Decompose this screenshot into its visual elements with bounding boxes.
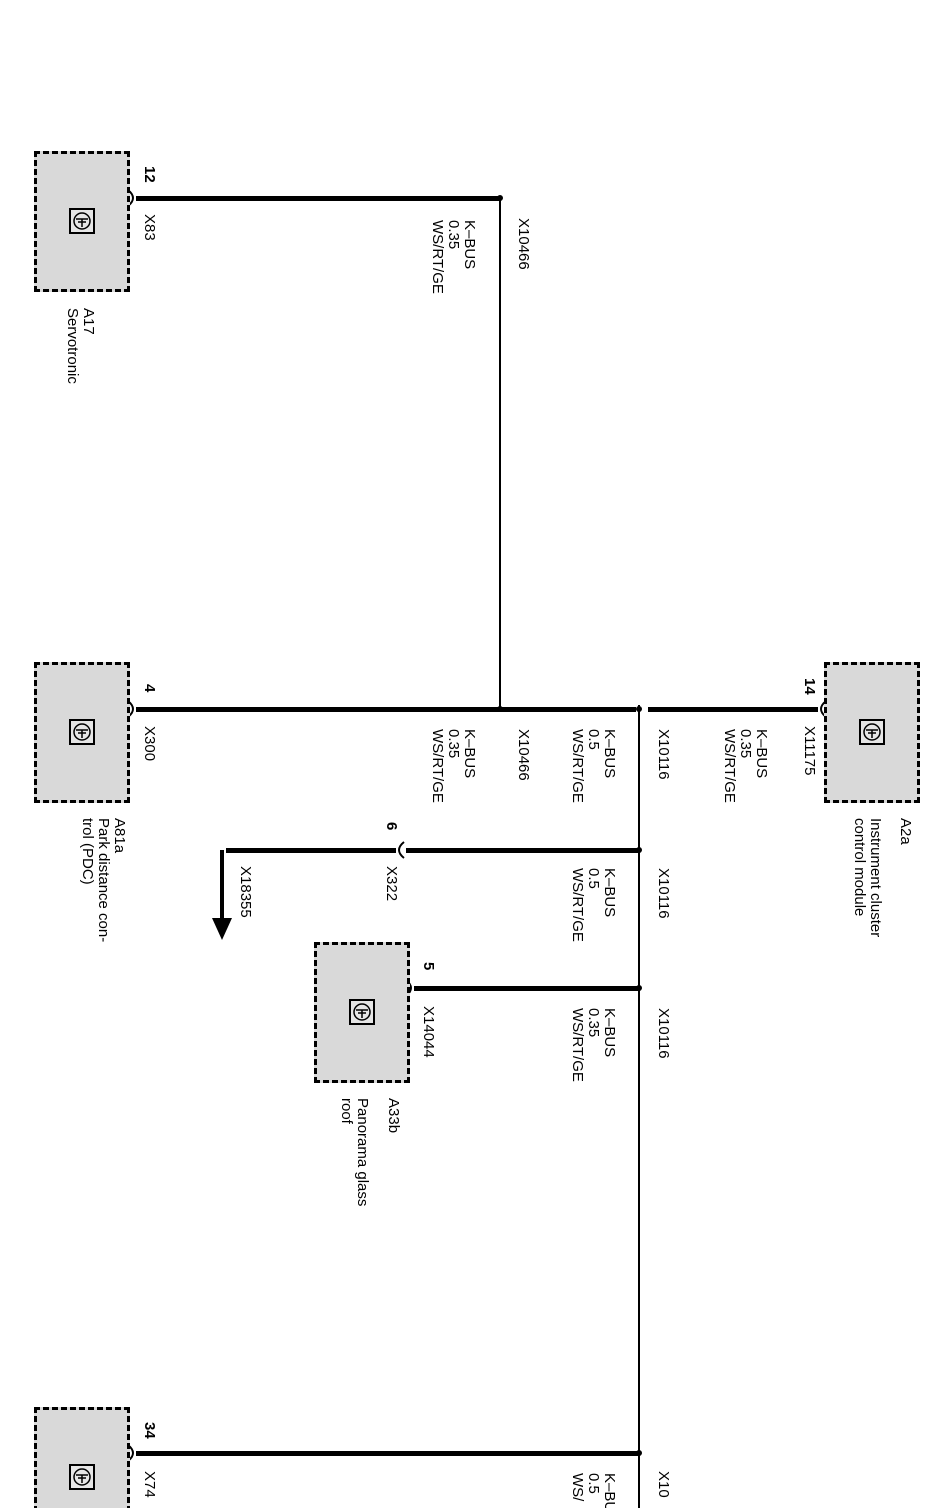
module-code: A17	[80, 308, 97, 335]
ground-symbol-icon	[69, 208, 95, 234]
connector-label: X18355	[237, 866, 254, 918]
connector-label: X11175	[801, 726, 818, 776]
module-bottom[interactable]	[34, 1407, 130, 1508]
module-name: Panorama glass	[354, 1098, 371, 1207]
wire-x322	[406, 848, 638, 853]
wire-size: 0.35	[737, 729, 754, 759]
splice-dot	[636, 1450, 642, 1456]
module-name: roof	[338, 1098, 355, 1124]
bus-line-x10116	[638, 705, 640, 1508]
splice-label: X10116	[655, 1008, 672, 1059]
wire-color: WS/RT/GE	[569, 868, 586, 942]
splice-dot	[636, 847, 642, 853]
connector-label: X300	[141, 726, 158, 762]
pin-number: 6	[383, 822, 400, 831]
wire-servotronic	[136, 196, 500, 201]
pin-number: 12	[141, 166, 158, 183]
connector-label: X74	[141, 1471, 158, 1498]
splice-label: X10116	[655, 729, 672, 780]
wire-signal: K–BUS	[461, 729, 478, 779]
wire-size: 0.5	[585, 729, 602, 750]
wire-signal: K–BUS	[753, 729, 770, 779]
wire-bottom	[136, 1451, 638, 1456]
wire-color: WS/RT/GE	[569, 729, 586, 803]
module-instrument-cluster[interactable]	[824, 662, 920, 803]
module-name: Instrument cluster	[867, 818, 884, 938]
wire-x18355	[226, 848, 396, 853]
splice-dot	[497, 195, 503, 201]
module-name: Servotronic	[64, 308, 81, 384]
wire-panorama	[414, 986, 638, 991]
wire-trunk	[500, 707, 636, 712]
wire-signal: K–BUS	[601, 868, 618, 918]
splice-label: X10466	[515, 218, 532, 270]
pin-number: 4	[141, 684, 158, 693]
splice-label: X10	[655, 1471, 672, 1498]
wire-color: WS/RT/GE	[721, 729, 738, 803]
wire-color: WS/RT/GE	[429, 729, 446, 803]
wire-size: 0.5	[585, 868, 602, 889]
splice-dot	[497, 706, 503, 712]
bus-line-x10466	[499, 198, 501, 710]
wire-size: 0.35	[445, 220, 462, 250]
ground-symbol-icon	[349, 999, 375, 1025]
wire-signal: K–BUS	[601, 1008, 618, 1058]
module-name: control module	[851, 818, 868, 917]
module-name: Park distance con-	[95, 818, 112, 943]
module-name: trol (PDC)	[79, 818, 96, 885]
wire-signal: K–BUS	[461, 220, 478, 270]
wire-size: 0.35	[445, 729, 462, 759]
wire-color: WS/RT/GE	[429, 220, 446, 294]
wire-color: WS/	[569, 1473, 586, 1502]
connector-label: X322	[383, 866, 400, 902]
wire-color: WS/RT/GE	[569, 1008, 586, 1082]
wire-signal: K–BUS	[601, 729, 618, 779]
pin-number: 14	[801, 678, 818, 695]
ground-symbol-icon	[859, 719, 885, 745]
pin-number: 5	[420, 962, 437, 971]
splice-dot	[636, 985, 642, 991]
module-code: A81a	[111, 818, 128, 854]
connector-label: X83	[141, 214, 158, 241]
wire-cluster	[648, 707, 818, 712]
wire-pdc	[136, 707, 500, 712]
splice-label: X10466	[515, 729, 532, 781]
splice-label: X10116	[655, 868, 672, 919]
ground-symbol-icon	[69, 1464, 95, 1490]
module-pdc[interactable]	[34, 662, 130, 803]
module-code: A33b	[385, 1098, 402, 1134]
pin-number: 34	[141, 1422, 158, 1439]
module-panorama-roof[interactable]	[314, 942, 410, 1083]
wire-size: 0.35	[585, 1008, 602, 1038]
wire-signal: K–BU	[601, 1473, 618, 1508]
module-code: A2a	[897, 818, 914, 845]
wire-size: 0.5	[585, 1473, 602, 1494]
connector-label: X14044	[420, 1006, 437, 1058]
module-servotronic[interactable]	[34, 151, 130, 292]
ground-symbol-icon	[69, 719, 95, 745]
splice-dot	[636, 706, 642, 712]
